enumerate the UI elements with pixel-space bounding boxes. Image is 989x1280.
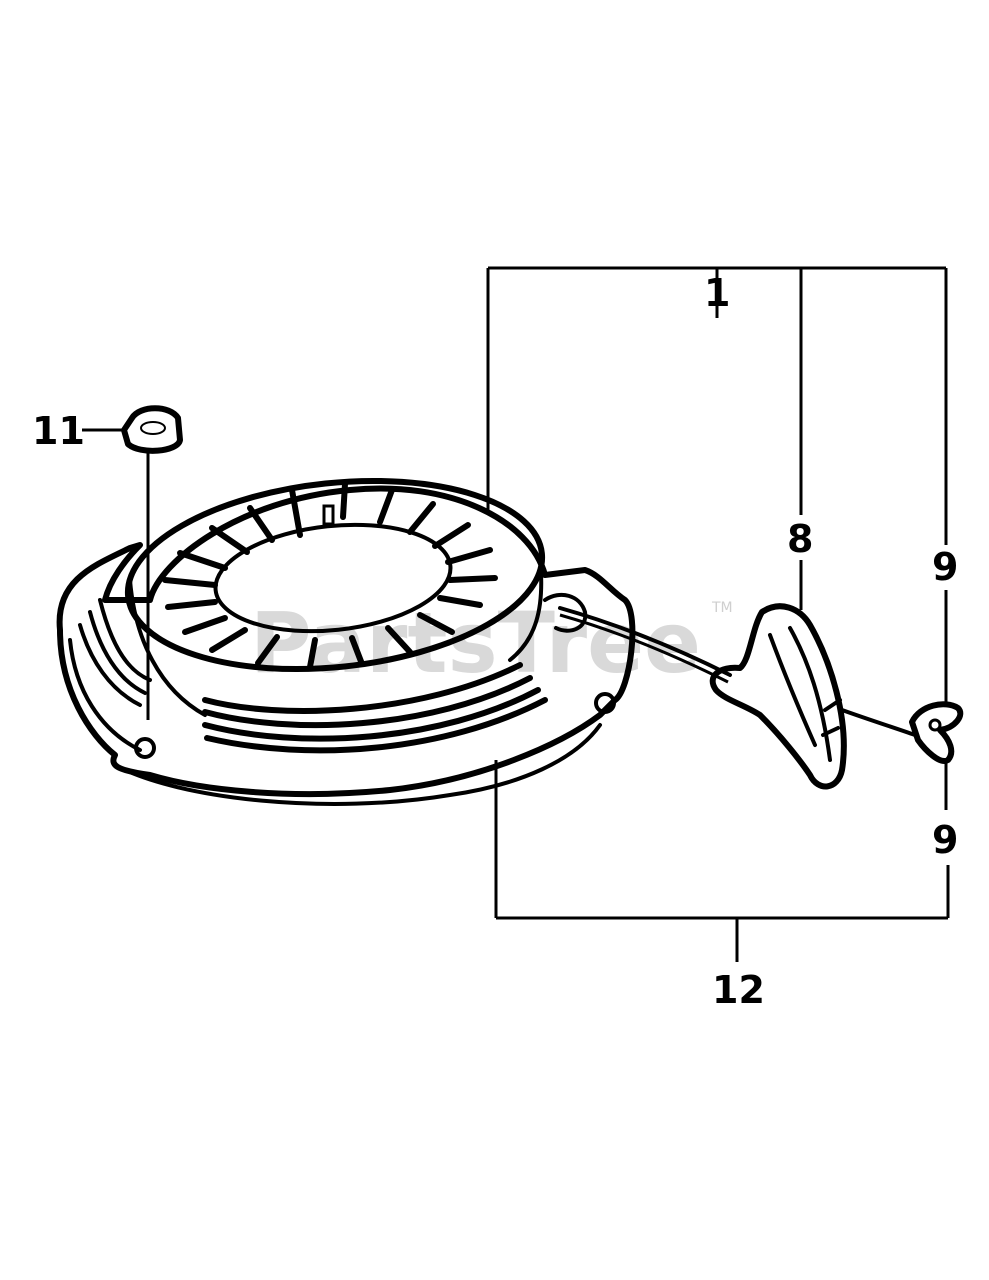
starter-rope bbox=[558, 606, 732, 677]
starter-handle bbox=[709, 603, 847, 790]
callout-12: 12 bbox=[712, 968, 765, 1012]
rope-to-clip bbox=[840, 708, 917, 737]
callout-11: 11 bbox=[32, 409, 85, 453]
watermark-trademark: TM bbox=[711, 600, 733, 616]
callout-9-upper: 9 bbox=[932, 545, 958, 589]
callout-8: 8 bbox=[787, 517, 813, 561]
starter-rope-inner bbox=[559, 613, 729, 684]
rope-clip bbox=[909, 701, 964, 764]
callout-1: 1 bbox=[704, 271, 730, 315]
flange-nut bbox=[121, 405, 183, 454]
recoil-starter-housing bbox=[56, 477, 636, 806]
callout-9-lower: 9 bbox=[932, 818, 958, 862]
leader-lines bbox=[82, 266, 950, 962]
